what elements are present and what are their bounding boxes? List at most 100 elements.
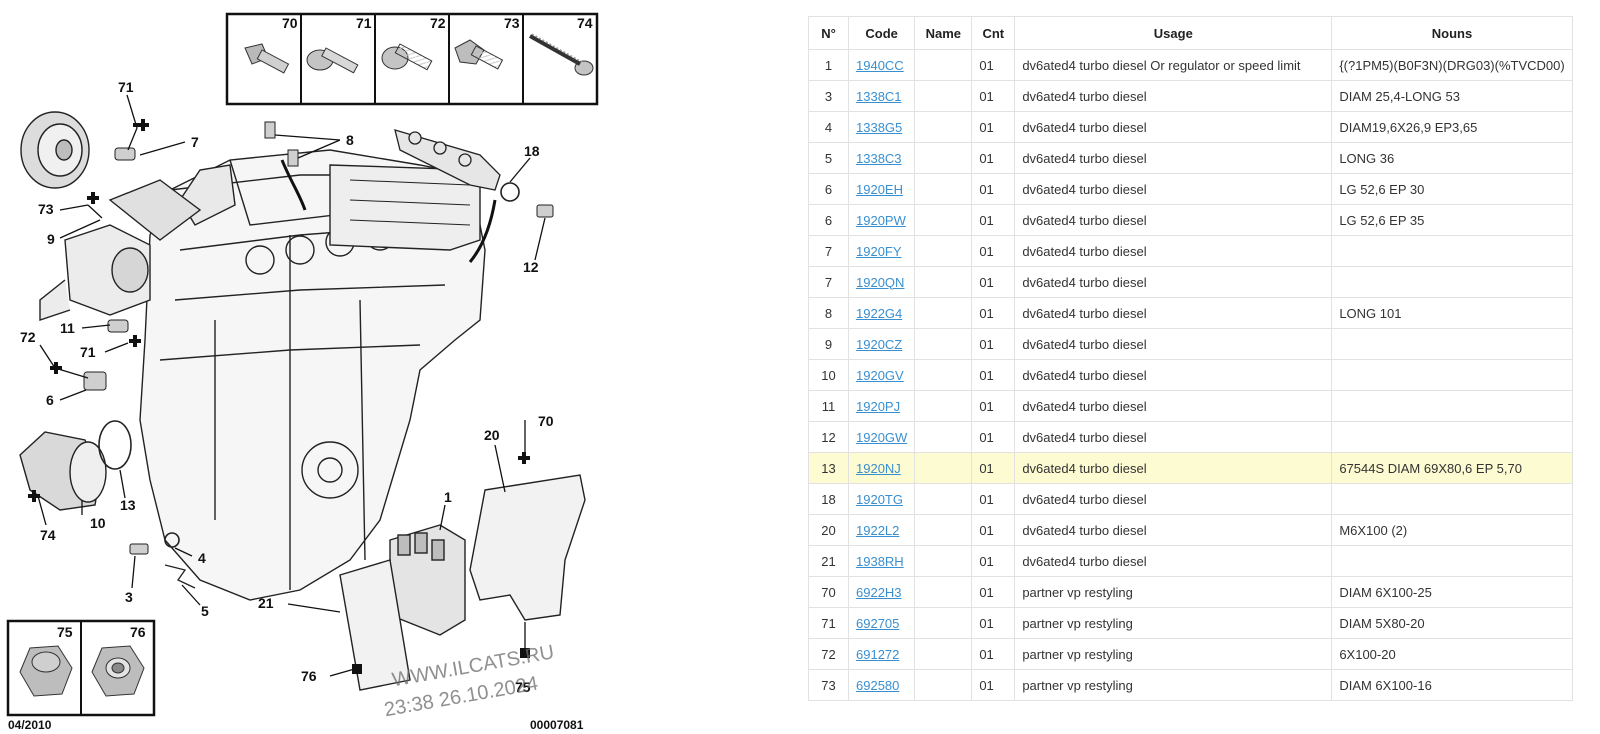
part-code-link[interactable]: 6922H3 xyxy=(856,584,902,600)
cell-code: 1920QN xyxy=(847,266,916,298)
part-code-link[interactable]: 1920EH xyxy=(856,181,903,197)
part-code-link[interactable]: 1920PJ xyxy=(856,398,901,414)
callout: 76 xyxy=(301,668,317,684)
part-code-link[interactable]: 1920FY xyxy=(856,243,902,259)
cell-cnt: 01 xyxy=(971,297,1016,329)
cell-name xyxy=(914,80,973,112)
cell-nouns xyxy=(1331,359,1573,391)
cell-nouns: LONG 36 xyxy=(1331,142,1573,174)
column-header-cnt[interactable]: Cnt xyxy=(971,16,1016,50)
cell-nouns xyxy=(1331,421,1573,453)
cell-name xyxy=(914,204,973,236)
column-header-name[interactable]: Name xyxy=(914,16,973,50)
cell-usage: dv6ated4 turbo diesel xyxy=(1014,390,1333,422)
nut-76-icon xyxy=(91,645,145,697)
cell-code: 6922H3 xyxy=(847,576,916,608)
part-code-link[interactable]: 1920GV xyxy=(856,367,904,383)
column-header-code[interactable]: Code xyxy=(847,16,916,50)
cell-nouns xyxy=(1331,328,1573,360)
cell-nouns: M6X100 (2) xyxy=(1331,514,1573,546)
part-code-link[interactable]: 1920GW xyxy=(856,429,908,445)
cell-cnt: 01 xyxy=(971,204,1016,236)
cell-code: 1920FY xyxy=(847,235,916,267)
part-code-link[interactable]: 1920CZ xyxy=(856,336,903,352)
cell-code: 1920EH xyxy=(847,173,916,205)
part-code-link[interactable]: 1920TG xyxy=(856,491,903,507)
callout: 70 xyxy=(538,413,554,429)
part-code-link[interactable]: 692705 xyxy=(856,615,900,631)
callout: 18 xyxy=(524,143,540,159)
cell-name xyxy=(914,638,973,670)
part-code-link[interactable]: 1922G4 xyxy=(856,305,903,321)
callout: 1 xyxy=(444,489,452,505)
part-code-link[interactable]: 1338C3 xyxy=(856,150,902,166)
part-code-link[interactable]: 1922L2 xyxy=(856,522,900,538)
cell-usage: dv6ated4 turbo diesel xyxy=(1014,266,1333,298)
callout: 11 xyxy=(60,320,75,336)
part-code-link[interactable]: 1338G5 xyxy=(856,119,903,135)
callout: 13 xyxy=(120,497,136,513)
callout: 21 xyxy=(258,595,274,611)
callout-labels: 71 7 8 18 73 9 12 72 11 71 6 20 70 13 1 … xyxy=(20,79,554,695)
cell-code: 692705 xyxy=(847,607,916,639)
cell-usage: dv6ated4 turbo diesel xyxy=(1014,328,1333,360)
parts-diagram: 70 71 72 73 74 75 76 xyxy=(0,0,610,734)
ecu-unit xyxy=(389,524,466,636)
cell-nouns: DIAM 5X80-20 xyxy=(1331,607,1573,639)
box-label: 73 xyxy=(504,15,520,31)
cell-cnt: 01 xyxy=(971,576,1016,608)
part-code-link[interactable]: 1940CC xyxy=(856,57,904,73)
part-code-link[interactable]: 1920QN xyxy=(856,274,905,290)
cell-name xyxy=(914,483,973,515)
cell-name xyxy=(914,390,973,422)
part-code-link[interactable]: 1920PW xyxy=(856,212,906,228)
part-code-link[interactable]: 691272 xyxy=(856,646,900,662)
box-label: 76 xyxy=(130,624,146,640)
part-code-link[interactable]: 1338C1 xyxy=(856,88,902,104)
box-label: 75 xyxy=(57,624,73,640)
cell-nouns xyxy=(1331,545,1573,577)
cell-code: 691272 xyxy=(847,638,916,670)
cell-name xyxy=(914,328,973,360)
part-code-link[interactable]: 1920NJ xyxy=(856,460,901,476)
cell-nouns: {(?1PM5)(B0F3N)(DRG03)(%TVCD00) xyxy=(1331,49,1573,81)
cell-name xyxy=(914,235,973,267)
table-header-row: N° Code Name Cnt Usage Nouns xyxy=(808,16,1573,50)
cell-cnt: 01 xyxy=(971,638,1016,670)
column-header-no[interactable]: N° xyxy=(808,16,849,50)
part-code-link[interactable]: 1938RH xyxy=(856,553,904,569)
cell-name xyxy=(914,607,973,639)
callout: 72 xyxy=(20,329,36,345)
cell-no: 6 xyxy=(808,204,849,236)
callout: 20 xyxy=(484,427,500,443)
column-header-nouns[interactable]: Nouns xyxy=(1331,16,1573,50)
cell-code: 1920NJ xyxy=(847,452,916,484)
box-label: 70 xyxy=(282,15,298,31)
column-header-usage[interactable]: Usage xyxy=(1014,16,1333,50)
part-code-link[interactable]: 692580 xyxy=(856,677,900,693)
cell-usage: partner vp restyling xyxy=(1014,638,1333,670)
cell-nouns xyxy=(1331,266,1573,298)
